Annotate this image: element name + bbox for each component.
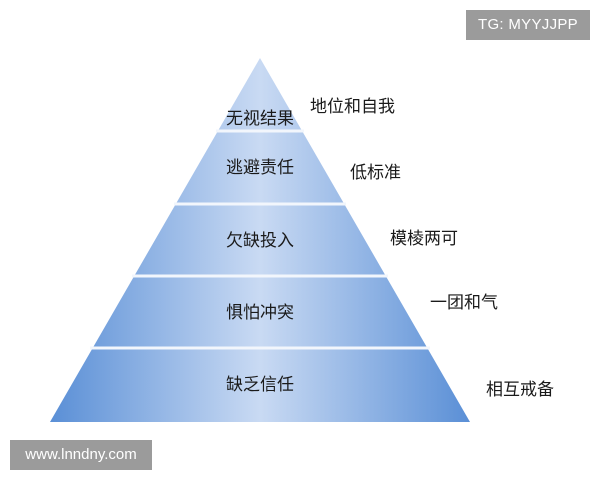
level-annotation-5: 相互戒备 <box>486 380 554 400</box>
level-label-1: 无视结果 <box>226 109 294 129</box>
level-label-5: 缺乏信任 <box>226 375 294 395</box>
watermark-badge-top: TG: MYYJJPP <box>466 10 590 40</box>
watermark-badge-bottom: www.lnndny.com <box>10 440 152 470</box>
pyramid-shape <box>50 58 470 422</box>
level-label-3: 欠缺投入 <box>226 231 294 251</box>
level-separators <box>90 129 430 350</box>
level-annotation-3: 模棱两可 <box>390 229 458 249</box>
level-annotation-2: 低标准 <box>350 163 401 183</box>
level-annotation-4: 一团和气 <box>430 293 498 313</box>
level-annotations: 地位和自我 低标准 模棱两可 一团和气 相互戒备 <box>310 97 554 400</box>
level-annotation-1: 地位和自我 <box>310 97 395 117</box>
level-labels: 无视结果 逃避责任 欠缺投入 惧怕冲突 缺乏信任 <box>226 109 294 395</box>
level-label-2: 逃避责任 <box>226 158 294 178</box>
level-label-4: 惧怕冲突 <box>226 303 294 323</box>
